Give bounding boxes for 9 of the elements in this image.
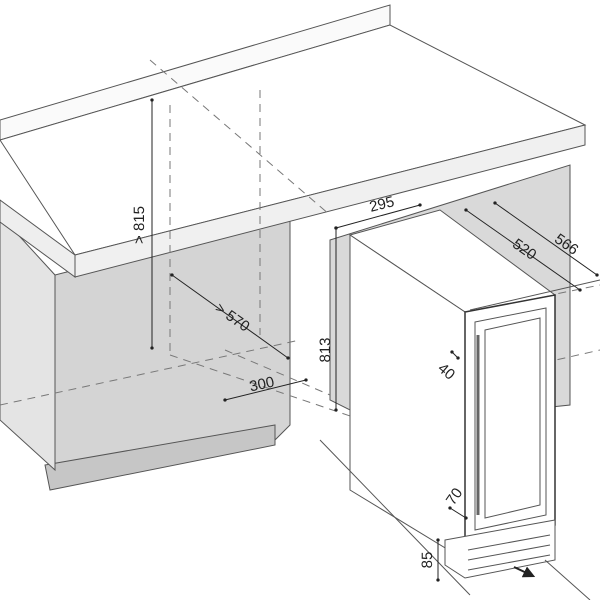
dimension-label: 300 xyxy=(248,374,276,396)
dimension-label: 520 xyxy=(509,236,539,264)
dimension-label: 85 xyxy=(420,552,436,568)
dimension-label: 40 xyxy=(434,360,458,384)
dimension-label: 295 xyxy=(368,194,396,216)
dimension-label: 566 xyxy=(551,231,581,259)
dimension-label: 813 xyxy=(318,337,334,363)
dimension-label: 70 xyxy=(444,486,466,508)
dimension-label: > 815 xyxy=(132,206,148,244)
